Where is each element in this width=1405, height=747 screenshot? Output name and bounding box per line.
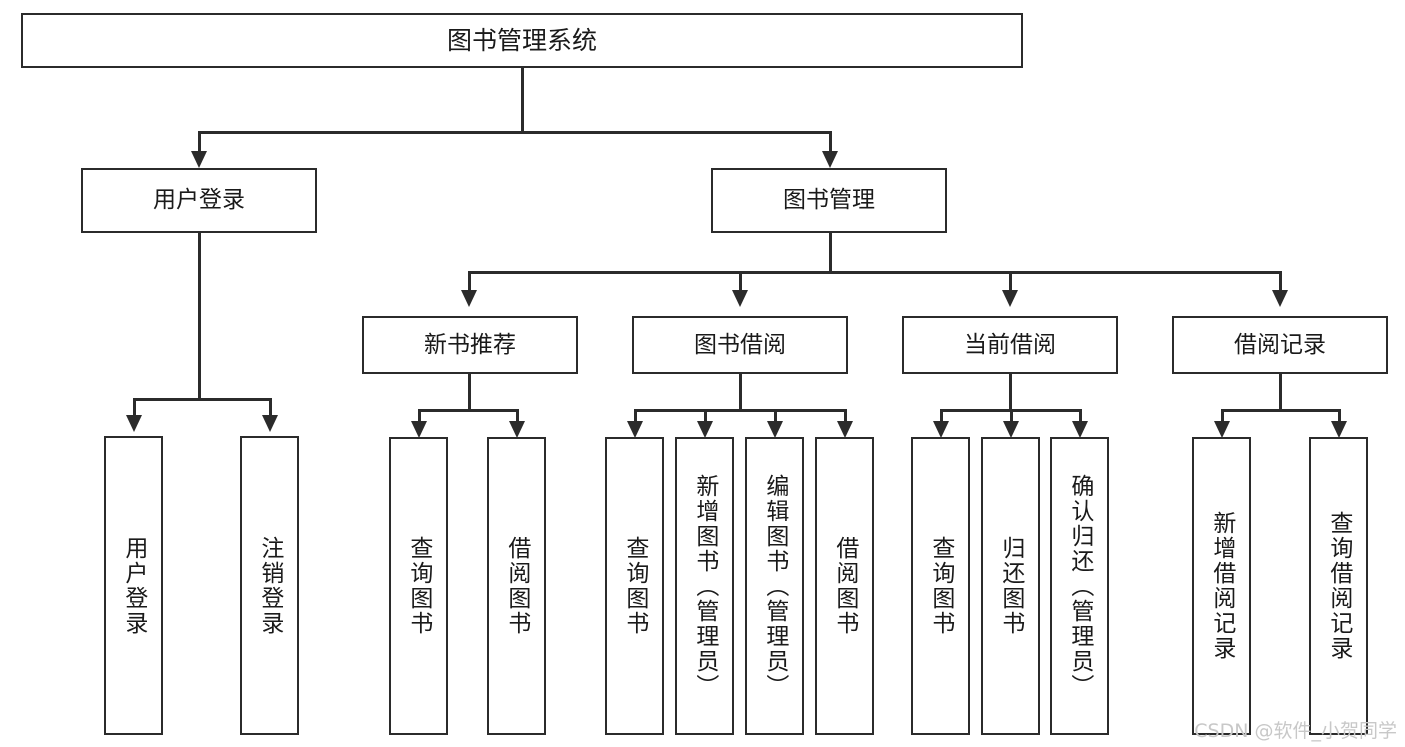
connector-user-login-drop-1 — [133, 398, 136, 418]
leaf-new-book-query[interactable]: 查询图书 — [389, 437, 448, 735]
connector-book-manage-drop-2 — [739, 271, 742, 293]
leaf-borrow-record-query[interactable]: 查询借阅记录 — [1309, 437, 1368, 735]
leaf-user-login-login[interactable]: 用户登录 — [104, 436, 163, 735]
leaf-book-borrow-edit[interactable]: 编辑图书（管理员） — [745, 437, 804, 735]
connector-root-to-book-manage — [829, 131, 832, 154]
connector-borrow-record-drop-1 — [1221, 409, 1224, 425]
connector-borrow-record-bus — [1221, 409, 1340, 412]
connector-book-manage-drop-1 — [468, 271, 471, 293]
leaf-label: 查询借阅记录 — [1325, 511, 1352, 661]
connector-book-manage-drop-3 — [1009, 271, 1012, 293]
node-new-book-recommend[interactable]: 新书推荐 — [362, 316, 578, 374]
leaf-book-borrow-query[interactable]: 查询图书 — [605, 437, 664, 735]
arrow-new-book-leaf-2 — [509, 421, 525, 438]
node-new-book-recommend-label: 新书推荐 — [424, 331, 516, 358]
arrow-user-login-leaf-2 — [262, 415, 278, 432]
connector-book-borrow-drop-2 — [704, 409, 707, 425]
arrow-book-manage-to-borrow-record — [1272, 290, 1288, 307]
leaf-borrow-record-add[interactable]: 新增借阅记录 — [1192, 437, 1251, 735]
connector-root-bus — [198, 131, 832, 134]
connector-book-manage-bus — [468, 271, 1280, 274]
node-book-manage-label: 图书管理 — [783, 187, 875, 214]
leaf-current-borrow-confirm[interactable]: 确认归还（管理员） — [1050, 437, 1109, 735]
node-borrow-record[interactable]: 借阅记录 — [1172, 316, 1388, 374]
connector-book-borrow-drop-1 — [634, 409, 637, 425]
leaf-book-borrow-add[interactable]: 新增图书（管理员） — [675, 437, 734, 735]
arrow-borrow-record-leaf-2 — [1331, 421, 1347, 438]
leaf-label: 新增图书（管理员） — [691, 473, 718, 699]
connector-current-borrow-stem — [1009, 374, 1012, 409]
leaf-label: 新增借阅记录 — [1208, 511, 1235, 661]
leaf-current-borrow-return[interactable]: 归还图书 — [981, 437, 1040, 735]
node-root-label: 图书管理系统 — [446, 25, 597, 55]
connector-new-book-drop-1 — [418, 409, 421, 425]
connector-new-book-stem — [468, 374, 471, 409]
arrow-user-login-leaf-1 — [126, 415, 142, 432]
connector-user-login-bus — [133, 398, 271, 401]
leaf-label: 确认归还（管理员） — [1066, 473, 1093, 699]
leaf-new-book-borrow[interactable]: 借阅图书 — [487, 437, 546, 735]
leaf-label: 查询图书 — [621, 536, 648, 636]
node-user-login-label: 用户登录 — [153, 187, 245, 214]
arrow-current-borrow-leaf-1 — [933, 421, 949, 438]
connector-borrow-record-drop-2 — [1338, 409, 1341, 425]
leaf-label: 归还图书 — [997, 536, 1024, 636]
connector-root-stem — [521, 68, 524, 131]
arrow-new-book-leaf-1 — [411, 421, 427, 438]
connector-current-borrow-drop-1 — [940, 409, 943, 425]
leaf-current-borrow-query[interactable]: 查询图书 — [911, 437, 970, 735]
arrow-book-borrow-leaf-2 — [697, 421, 713, 438]
arrow-book-manage-to-current-borrow — [1002, 290, 1018, 307]
leaf-label: 借阅图书 — [503, 536, 530, 636]
connector-user-login-drop-2 — [269, 398, 272, 418]
node-user-login[interactable]: 用户登录 — [81, 168, 317, 233]
arrow-book-manage-to-book-borrow — [732, 290, 748, 307]
node-borrow-record-label: 借阅记录 — [1234, 331, 1326, 358]
node-current-borrow-label: 当前借阅 — [964, 331, 1056, 358]
node-book-borrow-label: 图书借阅 — [694, 331, 786, 358]
node-current-borrow[interactable]: 当前借阅 — [902, 316, 1118, 374]
connector-current-borrow-drop-2 — [1010, 409, 1013, 425]
connector-book-borrow-drop-3 — [774, 409, 777, 425]
node-root[interactable]: 图书管理系统 — [21, 13, 1023, 68]
connector-user-login-stem — [198, 233, 201, 398]
leaf-label: 编辑图书（管理员） — [761, 473, 788, 699]
leaf-label: 用户登录 — [120, 535, 147, 636]
connector-book-borrow-drop-4 — [844, 409, 847, 425]
connector-book-manage-stem — [829, 233, 832, 271]
node-book-manage[interactable]: 图书管理 — [711, 168, 947, 233]
arrow-book-borrow-leaf-3 — [767, 421, 783, 438]
connector-borrow-record-stem — [1279, 374, 1282, 409]
connector-new-book-drop-2 — [516, 409, 519, 425]
leaf-label: 查询图书 — [405, 536, 432, 636]
connector-book-borrow-bus — [634, 409, 846, 412]
arrow-book-borrow-leaf-1 — [627, 421, 643, 438]
connector-root-to-user-login — [198, 131, 201, 154]
node-book-borrow[interactable]: 图书借阅 — [632, 316, 848, 374]
arrow-borrow-record-leaf-1 — [1214, 421, 1230, 438]
arrow-book-borrow-leaf-4 — [837, 421, 853, 438]
connector-book-borrow-stem — [739, 374, 742, 409]
arrow-root-to-user-login — [191, 151, 207, 168]
arrow-current-borrow-leaf-3 — [1072, 421, 1088, 438]
leaf-user-login-logout[interactable]: 注销登录 — [240, 436, 299, 735]
connector-current-borrow-drop-3 — [1079, 409, 1082, 425]
leaf-label: 注销登录 — [256, 535, 283, 636]
csdn-watermark: CSDN @软件_小贺同学 — [1194, 720, 1397, 742]
leaf-label: 借阅图书 — [831, 536, 858, 636]
arrow-current-borrow-leaf-2 — [1003, 421, 1019, 438]
leaf-label: 查询图书 — [927, 536, 954, 636]
connector-new-book-bus — [418, 409, 519, 412]
leaf-book-borrow-borrow[interactable]: 借阅图书 — [815, 437, 874, 735]
arrow-root-to-book-manage — [822, 151, 838, 168]
arrow-book-manage-to-new-book — [461, 290, 477, 307]
connector-book-manage-drop-4 — [1279, 271, 1282, 293]
